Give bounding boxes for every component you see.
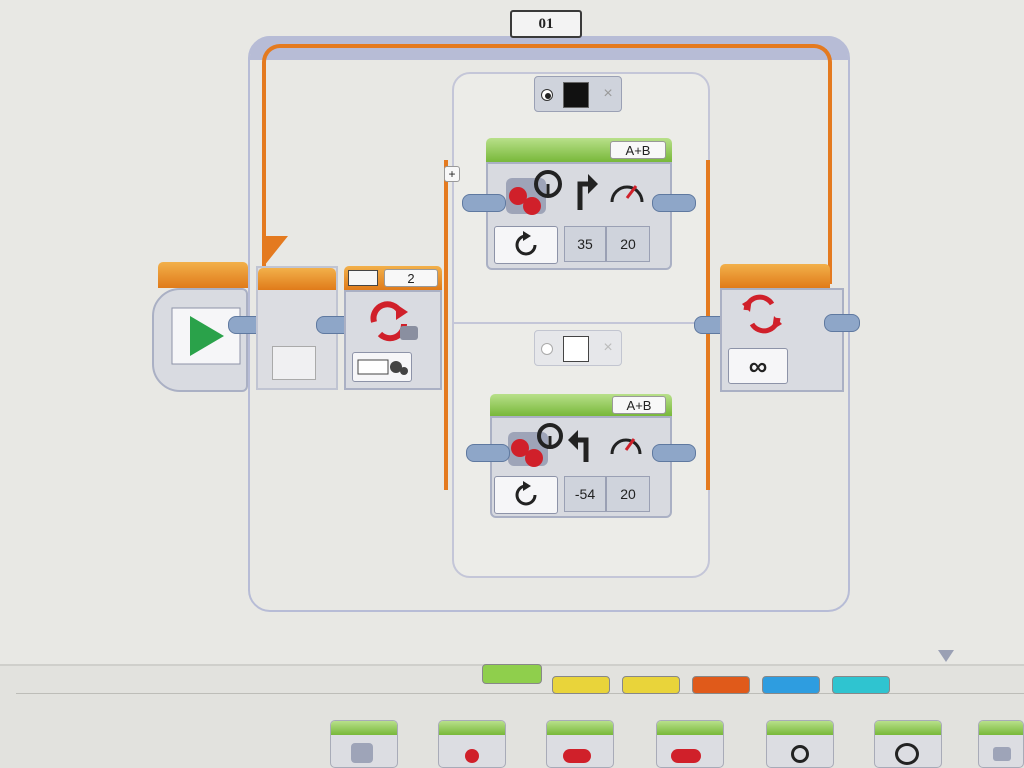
ruler-numbers-icon — [357, 359, 408, 375]
loop-out-connector[interactable] — [824, 314, 860, 332]
loop-wire — [262, 44, 832, 284]
start-block[interactable] — [152, 262, 248, 392]
steering-motor-icon — [506, 170, 562, 215]
palette-tab-data[interactable] — [692, 676, 750, 694]
steering-bottom-power-value[interactable]: 20 — [606, 476, 650, 512]
speedometer-icon — [610, 185, 644, 203]
case-close-icon[interactable]: × — [603, 85, 613, 102]
steering-block-top[interactable]: A+B 35 20 — [486, 138, 672, 270]
steering-top-in-connector[interactable] — [462, 194, 506, 212]
switch-sensor-icon[interactable] — [366, 300, 420, 344]
wire-arrow-icon — [262, 236, 288, 266]
steering-bottom-out-connector[interactable] — [652, 444, 696, 462]
turn-right-icon — [577, 174, 598, 210]
status-light-icon — [993, 747, 1011, 761]
palette-block-display[interactable] — [766, 720, 834, 768]
large-motor-icon — [465, 749, 479, 763]
tank-motor-icon — [671, 749, 701, 763]
steering-top-mode-button[interactable] — [494, 226, 558, 264]
palette-tab-action[interactable] — [482, 664, 542, 684]
case-radio-selected-icon — [541, 89, 553, 101]
loop-name-label[interactable]: 01 — [510, 10, 582, 38]
case-color-black-icon — [563, 82, 589, 108]
rotate-icon — [515, 231, 537, 256]
loop-end-block[interactable]: ∞ — [720, 264, 844, 392]
steering-bottom-in-connector[interactable] — [466, 444, 510, 462]
sound-icon — [895, 743, 919, 765]
steering-bottom-steering-value[interactable]: -54 — [564, 476, 606, 512]
case-tab-false[interactable]: × — [534, 330, 622, 366]
case-radio-icon — [541, 343, 553, 355]
steering-top-ports[interactable]: A+B — [610, 141, 666, 159]
loop-frame-top — [250, 36, 848, 60]
turn-left-icon — [568, 430, 589, 462]
switch-block[interactable]: 2 — [344, 266, 442, 390]
palette-block-sound[interactable] — [874, 720, 942, 768]
switch-case-icon — [348, 270, 378, 286]
palette-collapse-icon[interactable] — [938, 650, 954, 662]
steering-motor-icon — [563, 749, 591, 763]
steering-bottom-ports[interactable]: A+B — [612, 396, 666, 414]
steering-top-steering-value[interactable]: 35 — [564, 226, 606, 262]
palette-tab-bar — [16, 674, 1024, 694]
switch-case-count[interactable]: 2 — [384, 269, 438, 287]
add-case-button[interactable]: + — [444, 166, 460, 182]
case-tab-true[interactable]: × — [534, 76, 622, 112]
palette-block-move-steering[interactable] — [546, 720, 614, 768]
palette-tab-advanced[interactable] — [762, 676, 820, 694]
loop-arrows-icon — [742, 294, 782, 334]
palette-block-large-motor[interactable] — [438, 720, 506, 768]
palette-block-medium-motor[interactable] — [330, 720, 398, 768]
steering-bottom-mode-button[interactable] — [494, 476, 558, 514]
loop-mode-button[interactable]: ∞ — [728, 348, 788, 384]
switch-mode-button[interactable] — [352, 352, 412, 382]
steering-top-power-value[interactable]: 20 — [606, 226, 650, 262]
switch-divider — [452, 322, 710, 324]
case-color-white-icon — [563, 336, 589, 362]
medium-motor-icon — [351, 743, 373, 763]
steering-block-bottom[interactable]: A+B -54 20 — [490, 394, 672, 518]
steering-motor-icon — [508, 423, 563, 467]
display-icon — [791, 745, 809, 763]
loop-mode-infinity: ∞ — [748, 350, 768, 381]
palette-tab-flow[interactable] — [552, 676, 610, 694]
palette-block-move-tank[interactable] — [656, 720, 724, 768]
play-icon — [171, 307, 241, 365]
switch-wire-left — [444, 160, 448, 490]
steering-top-out-connector[interactable] — [652, 194, 696, 212]
palette-tab-sensor[interactable] — [622, 676, 680, 694]
palette-block-brick-status-light[interactable] — [978, 720, 1024, 768]
case-close-icon[interactable]: × — [603, 339, 613, 356]
speedometer-icon — [610, 438, 642, 455]
rotate-icon — [515, 481, 537, 506]
palette-tab-myblocks[interactable] — [832, 676, 890, 694]
